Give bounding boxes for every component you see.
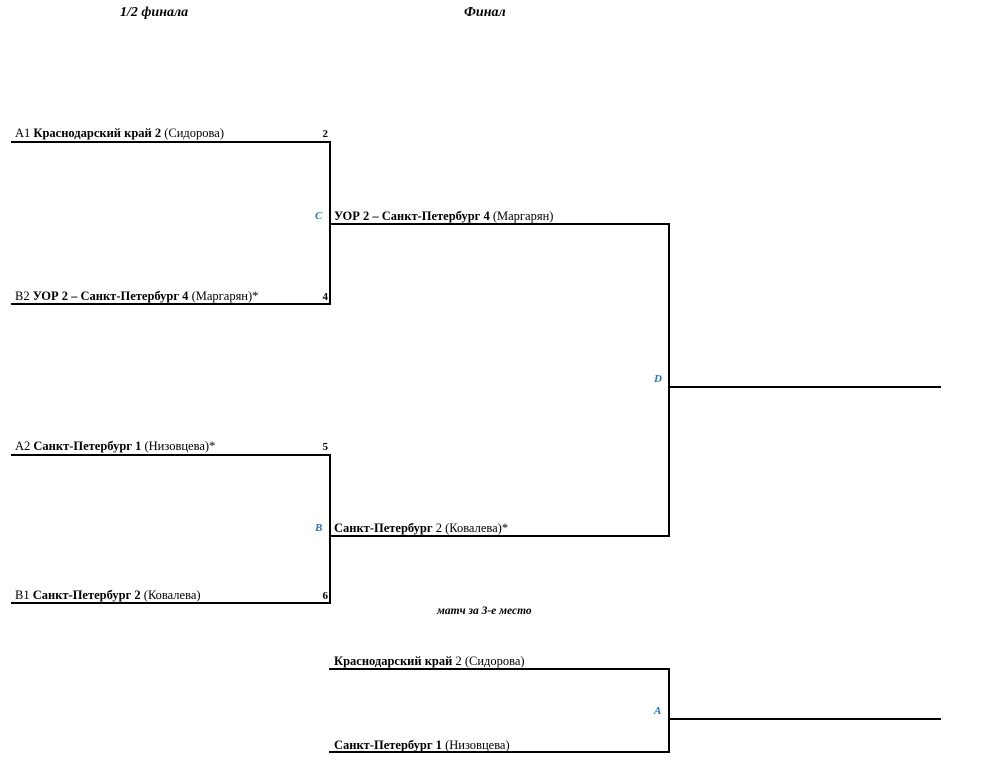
- third-team2-label: Санкт-Петербург 1 (Низовцева): [334, 738, 510, 753]
- semi-c-team1-score: 2: [322, 128, 329, 140]
- team-suffix: 2 (Сидорова): [452, 654, 525, 668]
- coach: (Низовцева)*: [144, 439, 216, 453]
- third-team1-label: Краснодарский край 2 (Сидорова): [334, 654, 525, 669]
- team-name: УОР 2 – Санкт-Петербург 4: [32, 289, 189, 303]
- match-label-a: A: [654, 705, 662, 717]
- team-name: Краснодарский край: [334, 654, 453, 668]
- coach: (Ковалева): [143, 588, 201, 602]
- final-team2-label: Санкт-Петербург 2 (Ковалева)*: [334, 521, 508, 536]
- semi-b-team1-score: 5: [322, 441, 329, 453]
- team-name: Краснодарский край 2: [33, 126, 162, 140]
- team-name: Санкт-Петербург 2: [32, 588, 141, 602]
- semi-c-team2-score: 4: [322, 291, 329, 303]
- team-name: Санкт-Петербург 1: [33, 439, 142, 453]
- seed: B1: [15, 588, 30, 602]
- team-name: Санкт-Петербург: [334, 521, 433, 535]
- third-place-title: матч за 3-е место: [437, 605, 532, 617]
- semi-b-team2-score: 6: [322, 590, 329, 602]
- final-team1-label: УОР 2 – Санкт-Петербург 4 (Маргарян): [334, 209, 553, 224]
- match-label-d: D: [654, 373, 662, 385]
- seed: A2: [15, 439, 31, 453]
- coach: (Низовцева): [445, 738, 510, 752]
- coach: (Сидорова): [164, 126, 224, 140]
- coach: (Маргарян): [492, 209, 554, 223]
- semifinal-header: 1/2 финала: [120, 5, 189, 20]
- team-name: Санкт-Петербург 1: [334, 738, 442, 752]
- final-header: Финал: [464, 5, 506, 20]
- match-label-c: C: [315, 210, 323, 222]
- seed: A1: [15, 126, 31, 140]
- semi-b-team1-label: A2 Санкт-Петербург 1 (Низовцева)*: [15, 439, 215, 454]
- semi-c-team2-label: B2 УОР 2 – Санкт-Петербург 4 (Маргарян)*: [15, 289, 258, 304]
- match-label-b: B: [315, 522, 323, 534]
- team-name: УОР 2 – Санкт-Петербург 4: [334, 209, 490, 223]
- seed: B2: [15, 289, 30, 303]
- team-suffix: 2 (Ковалева)*: [432, 521, 509, 535]
- semi-c-team1-label: A1 Краснодарский край 2 (Сидорова): [15, 126, 224, 141]
- semi-b-team2-label: B1 Санкт-Петербург 2 (Ковалева): [15, 588, 201, 603]
- coach: (Маргарян)*: [191, 289, 259, 303]
